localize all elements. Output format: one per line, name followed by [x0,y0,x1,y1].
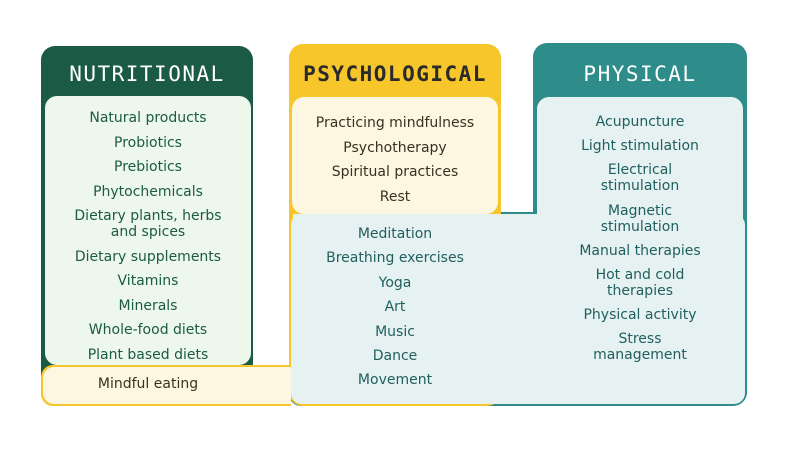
nutritional-panel [45,96,251,365]
physical-title: PHYSICAL [583,62,697,86]
list-item: Yoga [378,274,412,291]
list-item: Meditation [357,226,433,242]
nutritional-psychological-overlap-item: Mindful eating [97,376,199,392]
list-item: Spiritual practices [331,164,459,180]
list-item: Stress management [593,331,687,364]
list-item: Natural products [89,110,207,126]
list-item: Breathing exercises [326,250,464,267]
nutritional-list: Natural products Probiotics Prebiotics P… [45,110,251,371]
psychological-panel [292,97,498,214]
list-item: Whole-food diets [88,322,208,338]
list-item: Physical activity [583,307,697,324]
list-item: Practicing mindfulness [315,115,475,131]
list-item: Minerals [118,297,178,314]
list-item: Rest [379,188,411,205]
physical-list: Acupuncture Light stimulation Electrical… [537,114,743,372]
nutritional-psychological-overlap-fill [43,367,291,404]
list-item: Manual therapies [579,242,701,259]
list-item: Light stimulation [581,138,699,155]
overlap-panel [293,214,497,402]
psychological-physical-overlap-list: Meditation Breathing exercises Yoga Art … [292,226,498,397]
list-item: Probiotics [114,134,182,151]
list-item: Prebiotics [114,159,182,175]
list-item: Psychotherapy [343,139,447,156]
list-item: Dietary supplements [74,248,222,265]
list-item: Movement [357,372,433,389]
psychological-list: Practicing mindfulness Psychotherapy Spi… [292,115,498,213]
physical-panel [537,97,743,402]
list-item: Phytochemicals [93,183,203,200]
list-item: Dietary plants, herbs and spices [74,208,222,240]
list-item: Hot and cold therapies [595,266,685,299]
list-item: Vitamins [117,273,179,289]
list-item: Art [384,299,406,316]
list-item: Dance [372,347,418,364]
list-item: Electrical stimulation [600,162,680,195]
list-item: Plant based diets [87,346,209,363]
list-item: Magnetic stimulation [600,202,680,235]
psychological-title: PSYCHOLOGICAL [303,62,487,86]
list-item: Acupuncture [595,114,685,130]
nutritional-title: NUTRITIONAL [69,62,225,86]
list-item: Music [375,323,415,340]
